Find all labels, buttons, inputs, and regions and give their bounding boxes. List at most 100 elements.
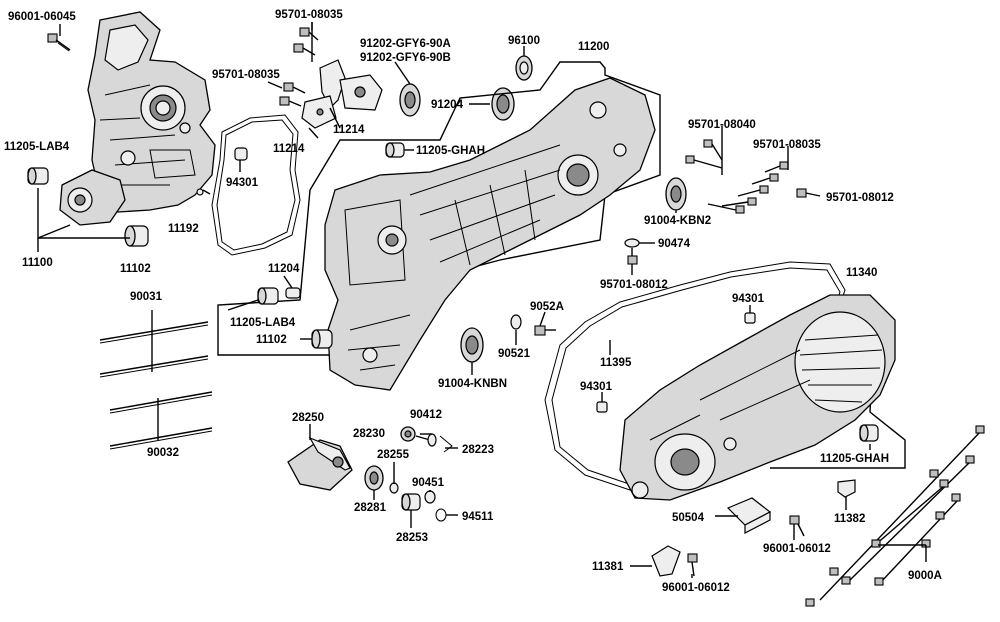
label-96100: 96100 [508,35,540,47]
bolt-96001-06045-icon [47,33,71,52]
bearing-91202-icon [399,83,421,117]
label-28255: 28255 [377,449,410,461]
bracket-50504-icon [726,497,772,534]
stud-bolts-90031-icon [99,310,209,378]
spring-clip-28223-icon [439,435,453,453]
bolts-95701-08035-mid-icon [279,82,306,107]
label-28223: 28223 [462,444,494,456]
label-91202-gfy6-90b: 91202-GFY6-90B [360,52,451,64]
label-50504: 50504 [672,512,705,524]
pin-11204-icon [285,287,301,299]
bolts-95701-08035-right-icon [707,150,789,214]
label-11204: 11204 [268,263,300,275]
bolts-95701-08040-icon [685,132,723,175]
label-11192: 11192 [168,223,199,235]
bearing-91204-icon [491,87,515,121]
label-94301-c: 94301 [580,381,613,393]
bolt-95701-08012-b-icon [627,248,638,265]
label-11214-b: 11214 [273,143,305,155]
label-91004-kbn2: 91004-KBN2 [644,215,711,227]
kick-starter-spindle-icon [287,436,353,491]
dowel-94301-top-icon [234,147,248,161]
label-11340: 11340 [846,267,877,279]
dowel-94301-b-icon [744,312,756,324]
bushing-28253-icon [401,493,421,511]
bearing-91004-knbn-icon [460,327,484,363]
label-28230: 28230 [353,428,385,440]
label-28281: 28281 [354,502,387,514]
label-91202-gfy6-90a: 91202-GFY6-90A [360,38,451,50]
label-95701-08035-c: 95701-08035 [753,139,821,151]
label-96001-06045: 96001-06045 [8,11,76,23]
label-11381: 11381 [592,561,624,573]
left-crankcase-drawing [59,11,216,226]
label-95701-08012-a: 95701-08012 [826,192,894,204]
dowel-94301-c-icon [596,401,608,413]
seal-28281-icon [364,465,384,491]
bolt-kit-9000a-icon [805,425,985,607]
label-11102-a: 11102 [120,263,151,275]
bearing-91004-kbn2-icon [665,177,687,211]
bushing-11102-right-icon [311,329,333,349]
label-11205-lab4-a: 11205-LAB4 [4,141,70,153]
gear-28230-icon [400,426,431,442]
washer-90412-icon [427,433,437,447]
crankcase-cover-11340-drawing [619,294,896,501]
label-95701-08035-a: 95701-08035 [275,9,343,21]
label-94301-a: 94301 [226,177,259,189]
dowel-11205-lab4-right-icon [257,287,279,305]
label-96001-06012-a: 96001-06012 [763,543,831,555]
label-11200: 11200 [578,41,609,53]
label-90451: 90451 [412,477,445,489]
label-91004-knbn: 91004-KNBN [438,378,507,390]
label-90032: 90032 [147,447,179,459]
label-11382: 11382 [834,513,865,525]
gasket-11192-inner [216,119,296,251]
label-90412: 90412 [410,409,442,421]
clip-11381-icon [651,545,681,577]
dowel-11205-ghah-b-icon [859,424,879,442]
washer-28255-icon [389,482,399,494]
bracket-11214-icon [301,59,383,129]
leader-lines [59,22,871,578]
bolt-96001-06012-a-icon [789,515,805,537]
label-95701-08035-b: 95701-08035 [212,69,280,81]
label-90474: 90474 [658,238,691,250]
label-11205-ghah-a: 11205-GHAH [416,145,485,157]
label-11205-lab4-b: 11205-LAB4 [230,317,296,329]
bolt-9052a-icon [534,325,556,336]
pin-icon [196,188,204,196]
label-9000a: 9000A [908,570,942,582]
bolt-96001-06012-b-icon [687,553,698,577]
label-90031: 90031 [130,291,163,303]
label-11205-ghah-b: 11205-GHAH [820,453,889,465]
washer-90521-icon [510,314,522,330]
label-28253: 28253 [396,532,428,544]
gasket-11192-drawing [211,114,301,256]
bolts-95701-08035-top-icon [293,22,319,62]
washer-90474-icon [624,238,640,248]
label-28250: 28250 [292,412,324,424]
dowel-11205-ghah-top-icon [385,142,405,158]
label-95701-08012-b: 95701-08012 [600,279,668,291]
clip-94511-icon [435,508,447,522]
bolt-95701-08012-icon [796,188,821,198]
right-crankcase-drawing [324,77,656,391]
label-9052a: 9052A [530,301,564,313]
dowel-pin-left-icon [27,167,49,185]
label-90521: 90521 [498,348,531,360]
clip-11382-icon [837,479,856,498]
label-94301-b: 94301 [732,293,765,305]
leader-small-a [202,189,211,195]
stud-bolts-90032-icon [109,391,213,450]
label-11395: 11395 [600,357,632,369]
label-96001-06012-b: 96001-06012 [662,582,730,594]
seal-96100-icon [515,55,533,81]
label-91204: 91204 [431,99,464,111]
label-11102-b: 11102 [256,334,287,346]
label-11214-a: 11214 [333,124,365,136]
label-11100: 11100 [22,257,53,269]
label-94511: 94511 [462,511,494,523]
bushing-11102-icon [124,225,149,247]
